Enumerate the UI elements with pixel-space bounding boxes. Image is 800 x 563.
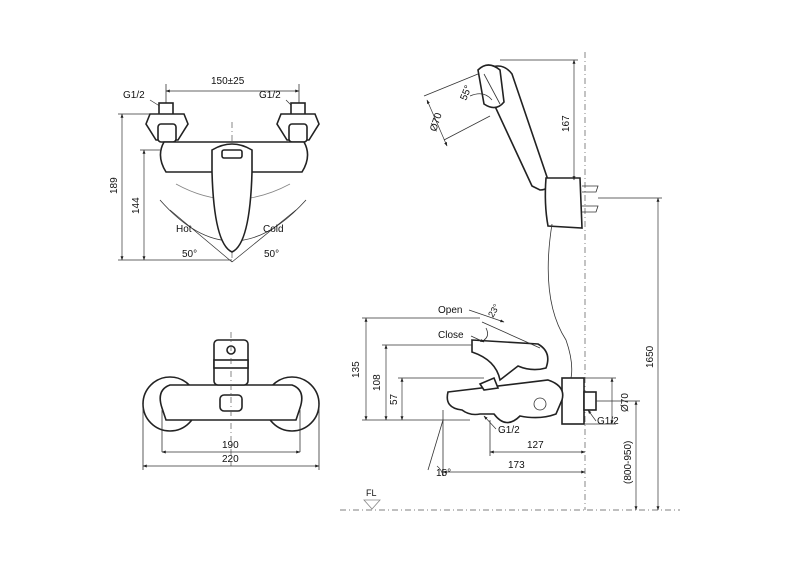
thread-right-label: G1/2 — [259, 90, 281, 101]
mixer-lever — [211, 143, 253, 253]
shower-length-label: 167 — [561, 115, 572, 132]
open-label: Open — [438, 305, 462, 316]
wall-bracket — [544, 177, 583, 229]
thread-left-label: G1/2 — [123, 90, 145, 101]
floor-symbol — [363, 499, 381, 510]
inlet-thread-label: G1/2 — [597, 416, 619, 427]
flange-diameter-label: Ø70 — [620, 393, 631, 412]
angle-right-label: 50° — [264, 249, 279, 260]
cold-label: Cold — [263, 224, 284, 235]
height-body-label: 144 — [131, 197, 142, 214]
wall-flange — [561, 377, 585, 425]
lever-angle-label: 23° — [486, 302, 502, 319]
diverter-knob — [478, 376, 500, 391]
inlet-left — [145, 102, 189, 143]
side-lever — [471, 339, 549, 382]
top-view: 150±25 G1/2 G1/2 Hot Cold 50° 50° — [109, 76, 320, 263]
mount-range-label: (800-950) — [623, 441, 634, 484]
close-label: Close — [438, 330, 464, 341]
inlet-right — [276, 102, 320, 143]
outlet-thread-label: G1/2 — [498, 425, 520, 436]
height-108-label: 108 — [372, 374, 383, 391]
spout-angle-label: 15° — [436, 468, 451, 479]
front-view: 190 220 — [142, 332, 320, 470]
shower-hose — [547, 223, 573, 399]
angle-left-label: 50° — [182, 249, 197, 260]
height-135-label: 135 — [351, 361, 362, 378]
shower-diameter-label: Ø70 — [428, 111, 444, 133]
width-inner-label: 190 — [222, 440, 239, 451]
depth-173-label: 173 — [508, 460, 525, 471]
width-outer-label: 220 — [222, 454, 239, 465]
spacing-label: 150±25 — [211, 76, 245, 87]
side-view: FL Ø70 55° 167 Open — [340, 52, 680, 511]
total-height-label: 1650 — [645, 345, 656, 368]
shower-handset — [477, 64, 550, 191]
hot-label: Hot — [176, 224, 192, 235]
depth-127-label: 127 — [527, 440, 544, 451]
height-total-label: 189 — [109, 177, 120, 194]
floor-label: FL — [366, 488, 377, 498]
height-57-label: 57 — [389, 393, 400, 405]
shower-angle-label: 55° — [459, 84, 475, 102]
side-body — [446, 379, 564, 424]
